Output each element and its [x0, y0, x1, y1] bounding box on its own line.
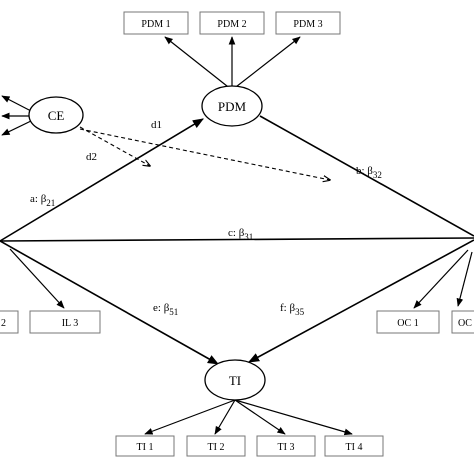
ti-indicator-arrows [144, 399, 353, 436]
ti-2-box [186, 435, 246, 457]
ti-to-ti2-arrow [214, 399, 236, 435]
pdm-construct [201, 85, 263, 127]
pdm-to-pdm1-arrow [164, 36, 233, 91]
il-2-box [0, 310, 19, 334]
il-indicators: 2 IL 3 [0, 248, 101, 334]
d1-path [79, 126, 150, 166]
path-f-label: f: β35 [280, 302, 305, 317]
il-to-indicator-arrow [9, 248, 65, 309]
path-b-label: b: β32 [356, 165, 382, 180]
ce-to-indicator-1 [1, 95, 32, 112]
d2-label: d2 [86, 151, 97, 163]
ti-4-box [324, 435, 384, 457]
pdm-indicators: PDM 1 PDM 2 PDM 3 [123, 11, 341, 35]
structural-paths [0, 115, 474, 365]
path-e-label: e: β51 [153, 302, 178, 317]
oc-to-oc1-arrow [413, 249, 469, 309]
ti-3-label: TI 3 [278, 442, 295, 453]
oc-indicators: OC 1 OC [376, 249, 474, 334]
path-c-label: c: β31 [228, 227, 253, 242]
ti-1-label: TI 1 [137, 442, 154, 453]
il-3-box [29, 310, 101, 334]
d2-path [79, 128, 330, 180]
ti-1-box [115, 435, 175, 457]
ce-label: CE [48, 108, 65, 123]
oc-1-box [376, 310, 440, 334]
pdm-3-box [275, 11, 341, 35]
ti-2-label: TI 2 [208, 442, 225, 453]
ti-label: TI [229, 373, 241, 388]
path-f [248, 239, 474, 363]
pdm-1-box [123, 11, 189, 35]
ti-4-label: TI 4 [346, 442, 363, 453]
moderation-paths [79, 126, 330, 180]
pdm-indicator-arrows [164, 36, 301, 91]
ti-indicators: TI 1 TI 2 TI 3 TI 4 [115, 435, 384, 457]
path-b [259, 115, 474, 237]
il-3-label: IL 3 [62, 318, 79, 329]
ce-indicator-arrows [1, 95, 32, 136]
pdm-1-label: PDM 1 [141, 19, 170, 30]
ce-to-indicator-3 [1, 120, 32, 136]
oc-2-box [451, 310, 474, 334]
pdm-2-box [199, 11, 265, 35]
ti-to-ti1-arrow [144, 399, 236, 435]
pdm-2-label: PDM 2 [217, 19, 246, 30]
path-a-label: a: β21 [30, 193, 55, 208]
pdm-3-label: PDM 3 [293, 19, 322, 30]
path-e [0, 240, 219, 365]
path-a [0, 118, 204, 242]
ce-construct [28, 96, 84, 134]
pdm-to-pdm3-arrow [231, 36, 301, 91]
d1-label: d1 [151, 119, 162, 131]
path-c [0, 237, 474, 242]
oc-2-label: OC [458, 318, 472, 329]
oc-to-oc2-arrow [456, 251, 473, 307]
ti-to-ti3-arrow [234, 399, 286, 435]
ti-3-box [256, 435, 316, 457]
oc-1-label: OC 1 [397, 318, 418, 329]
pdm-label: PDM [218, 99, 247, 114]
il-2-label: 2 [1, 318, 6, 329]
ti-to-ti4-arrow [234, 399, 353, 436]
